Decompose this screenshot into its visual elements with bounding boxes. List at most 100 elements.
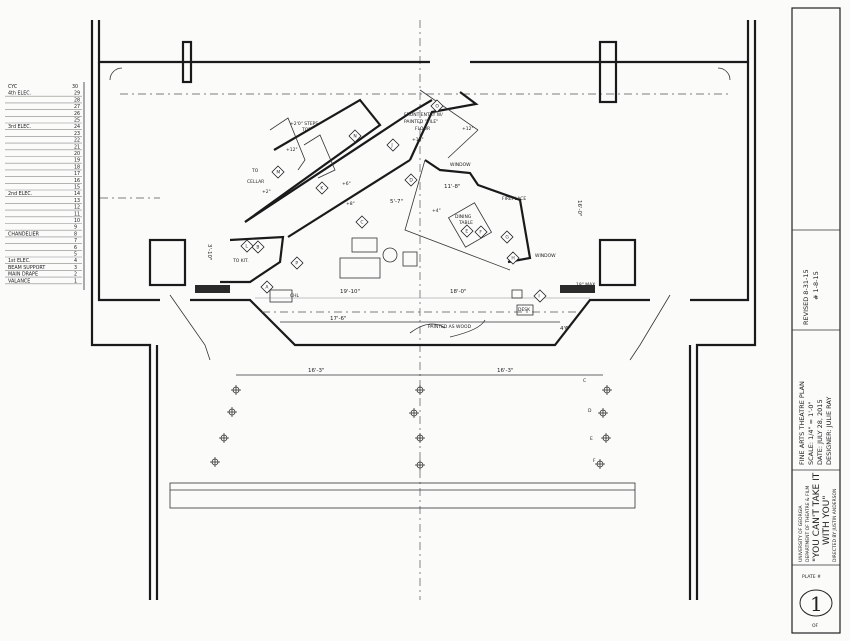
marker-diamond-icon — [386, 138, 400, 152]
lineset-number: 13 — [74, 198, 80, 204]
scene-marker: C — [355, 215, 369, 229]
lineset-label: CHANDELIER — [8, 231, 40, 237]
marker-diamond-icon — [271, 165, 285, 179]
marker-letter: E — [465, 229, 468, 235]
row-letter: E — [590, 436, 593, 442]
lineset-number: 16 — [74, 178, 80, 184]
marker-letter: K — [320, 186, 324, 192]
plan-title: FINE ARTS THEATRE PLAN — [798, 381, 806, 465]
marker-letter: G — [505, 235, 509, 241]
note-steps: +2'0" STEPS — [290, 121, 318, 127]
elevation: +12" — [286, 147, 298, 153]
marker-letter: I — [538, 294, 539, 300]
note-chl: CHL — [290, 293, 300, 299]
crosshair-icon — [409, 408, 419, 418]
elevation: +18" — [412, 137, 424, 143]
scene-marker: N — [348, 129, 362, 143]
marker-letter: F — [479, 230, 482, 236]
marker-letter: L — [245, 244, 248, 250]
marker-diamond-icon — [290, 256, 304, 270]
show-title-1: "YOU CAN'T TAKE IT — [812, 472, 822, 562]
lineset-number: 27 — [74, 104, 80, 110]
note-dining-2: TABLE — [458, 220, 473, 226]
show-title-2: WITH YOU" — [822, 496, 832, 546]
marker-letter: A — [265, 285, 269, 291]
lineset-number: 1 — [74, 278, 77, 284]
revised-date: REVISED 8-31-15 — [802, 269, 810, 325]
note-max: 18" MAX — [576, 282, 595, 288]
scene-marker: O — [430, 99, 444, 113]
marker-letter: C — [360, 220, 363, 226]
lineset-number: 28 — [74, 97, 80, 103]
title-block: REVISED 8-31-15 # 1-8-15 FINE ARTS THEAT… — [791, 7, 841, 634]
marker-diamond-icon — [430, 99, 444, 113]
lineset-number: 17 — [74, 171, 80, 177]
marker-diamond-icon — [506, 251, 520, 265]
scene-markers: A B C D E F G H I J K L M N O P — [240, 99, 547, 303]
elevation: +12" — [462, 126, 474, 132]
lineset-header-label: CYC — [8, 84, 18, 90]
lineset-number: 11 — [74, 211, 80, 217]
crosshair-icon — [602, 385, 612, 395]
marker-diamond-icon — [251, 240, 265, 254]
dimension: 16'-3" — [308, 368, 325, 374]
lineset-number: 7 — [74, 238, 77, 244]
note-to-cellar-2: CELLAR — [247, 179, 264, 185]
crosshair-icon — [210, 457, 220, 467]
note-desk: DESK — [518, 307, 531, 313]
dimension: 19'-10" — [340, 289, 360, 295]
scene-marker: A — [260, 280, 274, 294]
row-letter: F — [593, 458, 596, 464]
lineset-number: 4 — [74, 258, 77, 264]
scene-marker: J — [386, 138, 400, 152]
marker-diamond-icon — [240, 239, 254, 253]
lineset-number: 18 — [74, 164, 80, 170]
marker-letter: P — [295, 261, 298, 267]
crosshair-icon — [231, 385, 241, 395]
marker-letter: D — [409, 178, 413, 184]
lineset-number: 20 — [74, 151, 80, 157]
set-walls — [220, 89, 532, 284]
lineset-number: 26 — [74, 111, 80, 117]
marker-letter: J — [390, 143, 392, 149]
elevation: +2" — [262, 189, 271, 195]
lineset-header-num: 30 — [72, 84, 78, 90]
scene-marker: M — [271, 165, 285, 179]
lineset-number: 19 — [74, 158, 80, 164]
crosshair-icon — [415, 433, 425, 443]
marker-diamond-icon — [500, 230, 514, 244]
lineset-number: 25 — [74, 118, 80, 124]
note-to-cellar-1: TO — [251, 168, 259, 174]
crosshair-icon — [415, 460, 425, 470]
lineset-number: 21 — [74, 144, 80, 150]
marker-letter: M — [276, 170, 280, 176]
marker-diamond-icon — [348, 129, 362, 143]
revision-number: # 1-8-15 — [812, 271, 820, 300]
lineset-number: 15 — [74, 185, 80, 191]
scene-marker: E — [460, 224, 474, 238]
scene-marker: B — [251, 240, 265, 254]
scene-marker: G — [500, 230, 514, 244]
note-painted-tile: PAINTED "TILE" — [404, 119, 438, 125]
row-letter: C — [583, 378, 586, 384]
furniture — [269, 202, 534, 338]
scene-marker: F — [474, 225, 488, 239]
date: DATE: JULY 28, 2015 — [816, 399, 824, 465]
scene-marker: D — [404, 173, 418, 187]
plate-of: OF — [812, 623, 819, 629]
lineset-label: 1st ELEC. — [8, 258, 31, 264]
lineset-label: 4th ELEC. — [8, 91, 31, 97]
lineset-label: 2nd ELEC. — [8, 191, 32, 197]
marker-diamond-icon — [460, 224, 474, 238]
director: DIRECTED BY JUSTIN ANDERSON — [832, 489, 838, 562]
dimension: 4'6" — [560, 326, 571, 332]
crosshair-icon — [227, 407, 237, 417]
scene-marker: H — [506, 251, 520, 265]
apron — [169, 285, 671, 376]
crosshair-icon — [415, 385, 425, 395]
marker-diamond-icon — [315, 181, 329, 195]
house-lighting-positions — [210, 385, 612, 470]
marker-diamond-icon — [260, 280, 274, 294]
